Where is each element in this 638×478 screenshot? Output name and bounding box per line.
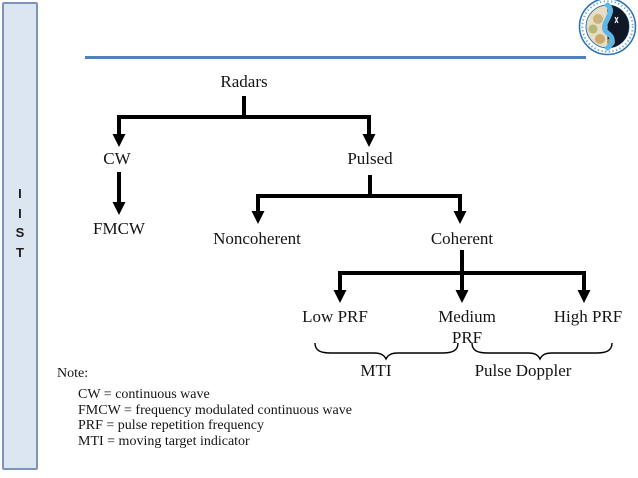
brace-label-pulse-doppler: Pulse Doppler <box>474 361 572 380</box>
note-item: PRF = pulse repetition frequency <box>78 418 264 434</box>
node-fmcw: FMCW <box>93 219 145 238</box>
note-list: CW = continuous wave FMCW = frequency mo… <box>78 387 352 450</box>
sidebar-letter: I <box>18 205 22 221</box>
sidebar-letter: T <box>16 244 24 260</box>
node-noncoherent: Noncoherent <box>213 229 301 248</box>
node-low-prf: Low PRF <box>302 307 368 326</box>
title-rule-line <box>85 56 586 59</box>
sidebar-letter: I <box>18 186 22 201</box>
sidebar-iist-bar: I I S T <box>2 2 38 470</box>
brace-label-mti: MTI <box>360 361 392 380</box>
note-item: MTI = moving target indicator <box>78 434 250 450</box>
node-medium-prf: Medium PRF <box>438 307 496 347</box>
node-cw: CW <box>103 149 131 168</box>
note-title: Note: <box>57 366 89 381</box>
node-coherent: Coherent <box>430 229 494 248</box>
note-item: CW = continuous wave <box>78 387 210 402</box>
iist-emblem-logo-icon <box>578 0 637 56</box>
underbraces <box>314 342 613 361</box>
note-item: FMCW = frequency modulated continuous wa… <box>78 402 352 418</box>
sidebar-letter: S <box>15 225 25 240</box>
sidebar-letters: I I S T <box>16 184 25 262</box>
node-radars: Radars <box>220 72 268 91</box>
node-pulsed: Pulsed <box>347 149 393 168</box>
node-high-prf: High PRF <box>553 307 623 326</box>
arrowheads <box>112 134 591 303</box>
